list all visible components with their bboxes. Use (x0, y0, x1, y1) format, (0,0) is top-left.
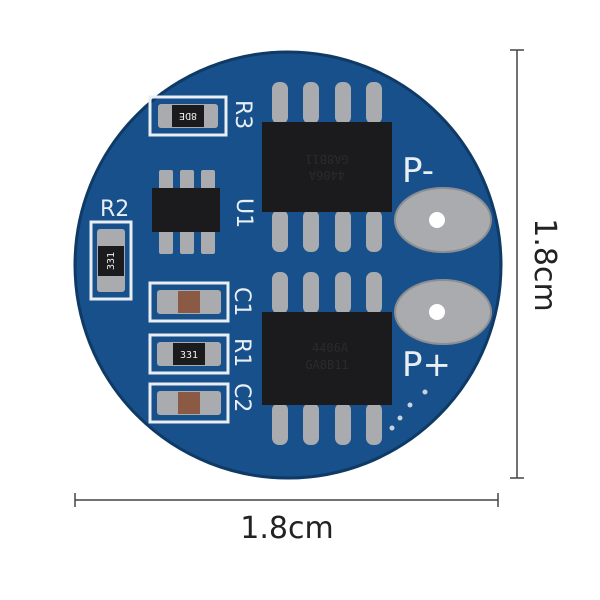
mosfet-top-marking-1: 4406A (308, 168, 345, 182)
resistor-r1: 331 (148, 333, 230, 375)
mosfet-top: 4406A GA8B11 (262, 82, 392, 252)
label-c1: C1 (229, 287, 254, 316)
label-r1: R1 (229, 338, 254, 367)
r1-code: 331 (180, 350, 198, 361)
label-c2: C2 (229, 383, 254, 412)
mosfet-top-marking-2: GA8B11 (305, 152, 348, 166)
resistor-r3: 8DE (148, 95, 228, 137)
mosfet-bottom: 4406A GA8B11 (262, 272, 392, 445)
label-r2: R2 (100, 197, 129, 222)
r2-code: 331 (106, 252, 117, 270)
capacitor-c1 (148, 281, 230, 323)
ic-u1 (152, 170, 220, 254)
label-p-plus: P+ (402, 345, 451, 385)
height-dimension (510, 49, 524, 479)
label-r3: R3 (230, 100, 255, 129)
mosfet-bottom-marking-2: GA8B11 (305, 358, 348, 372)
p-minus-pad (394, 187, 492, 253)
height-label: 1.8cm (527, 218, 562, 311)
r3-code: 8DE (179, 110, 197, 121)
resistor-r2: 331 (89, 220, 133, 301)
width-label: 1.8cm (240, 511, 333, 546)
p-plus-pad (394, 279, 492, 345)
mosfet-bottom-marking-1: 4406A (312, 341, 349, 355)
label-u1: U1 (231, 198, 256, 228)
vias (389, 389, 428, 431)
capacitor-c2 (148, 382, 230, 424)
label-p-minus: P- (402, 151, 434, 191)
width-dimension (74, 493, 499, 507)
